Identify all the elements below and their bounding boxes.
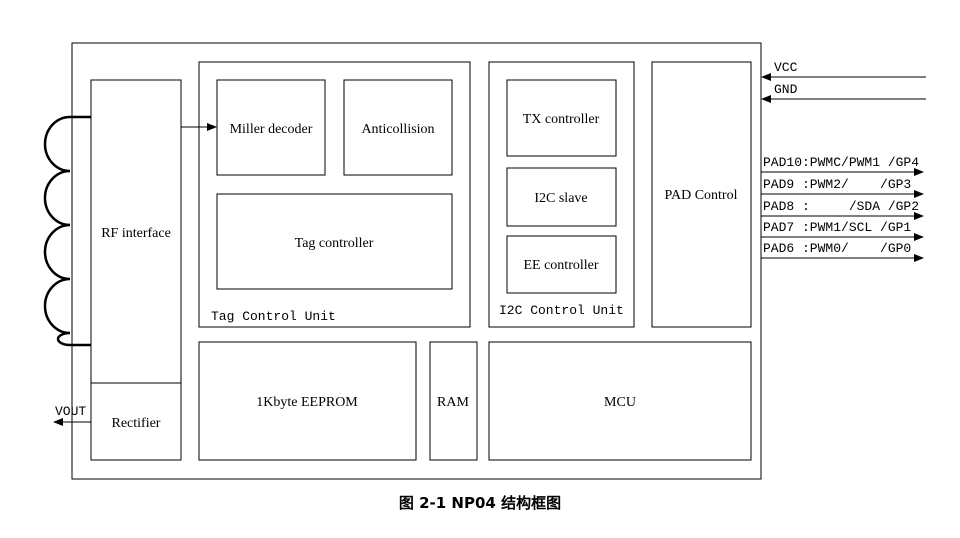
eeprom-block xyxy=(198,341,417,461)
antenna-coil-icon xyxy=(43,115,91,347)
pad6-label: PAD6 :PWM0/ /GP0 xyxy=(763,241,911,256)
anticollision-block xyxy=(343,79,453,176)
pad8-label: PAD8 : /SDA /GP2 xyxy=(763,199,919,214)
pad7-label: PAD7 :PWM1/SCL /GP1 xyxy=(763,220,911,235)
vout-label: VOUT xyxy=(55,404,86,419)
miller-decoder-block xyxy=(216,79,326,176)
tx-controller-block xyxy=(506,79,617,157)
rf-interface-block xyxy=(90,79,182,461)
gnd-label: GND xyxy=(774,82,798,97)
mcu-label: MCU xyxy=(604,395,636,410)
i2c-slave-label: I2C slave xyxy=(534,191,587,206)
rectifier-label: Rectifier xyxy=(112,416,161,431)
mcu-block xyxy=(488,341,752,461)
eeprom-label: 1Kbyte EEPROM xyxy=(256,395,358,410)
rf-interface-label: RF interface xyxy=(101,226,171,241)
pad9-label: PAD9 :PWM2/ /GP3 xyxy=(763,177,911,192)
pad-control-label: PAD Control xyxy=(664,188,737,203)
pad-control-block xyxy=(651,61,752,328)
i2c-slave-block xyxy=(506,167,617,227)
ee-controller-block xyxy=(506,235,617,294)
vcc-label: VCC xyxy=(774,60,798,75)
figure-caption: 图 2-1 NP04 结构框图 xyxy=(398,494,562,512)
tx-controller-label: TX controller xyxy=(523,112,600,127)
miller-decoder-label: Miller decoder xyxy=(230,122,313,137)
i2c-control-unit-label: I2C Control Unit xyxy=(499,303,624,318)
pad10-label: PAD10:PWMC/PWM1 /GP4 xyxy=(763,155,919,170)
ram-label: RAM xyxy=(437,395,469,410)
tag-controller-block xyxy=(216,193,453,290)
anticollision-label: Anticollision xyxy=(361,122,434,137)
ram-block xyxy=(429,341,478,461)
tag-control-unit-label: Tag Control Unit xyxy=(211,309,336,324)
ee-controller-label: EE controller xyxy=(523,258,598,273)
tag-controller-label: Tag controller xyxy=(295,236,374,251)
